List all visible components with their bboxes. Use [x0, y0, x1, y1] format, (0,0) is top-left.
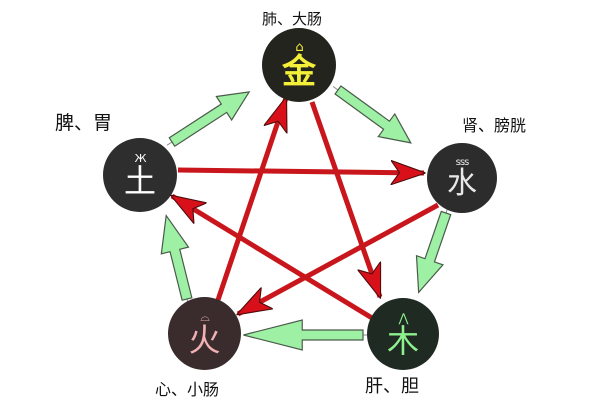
overcoming-arrows	[172, 98, 440, 321]
arrow-metal-to-wood	[309, 101, 383, 297]
label-metal-organs: 肺、大肠	[262, 10, 323, 28]
node-fire: ⌓ 火	[168, 297, 241, 370]
arrow-fire-to-earth	[160, 213, 193, 304]
water-glyph: 水	[447, 165, 477, 201]
arrow-water-to-fire	[238, 202, 440, 317]
node-earth: Ж 土	[103, 138, 177, 212]
arrow-metal-to-water	[332, 85, 412, 144]
label-fire-organs: 心、小肠	[155, 380, 220, 399]
wood-glyph: 木	[386, 321, 419, 360]
arrow-earth-to-water	[177, 170, 424, 173]
arrow-earth-to-metal	[166, 91, 251, 148]
metal-ornament-icon: ⌂	[295, 40, 303, 55]
node-metal: ⌂ 金	[262, 28, 336, 102]
node-wood: ⋀ 木	[367, 298, 439, 370]
earth-ornament-icon: Ж	[134, 152, 147, 165]
label-earth-organs: 脾、胃	[55, 112, 113, 134]
fire-glyph: 火	[188, 321, 221, 359]
arrow-fire-to-metal	[215, 98, 289, 301]
label-wood-organs: 肝、胆	[365, 376, 419, 397]
wood-ornament-icon: ⋀	[398, 310, 409, 325]
generating-arrows	[160, 85, 452, 351]
fire-ornament-icon: ⌓	[200, 310, 209, 324]
arrow-wood-to-earth	[172, 193, 374, 321]
node-water: ꜱꜱꜱ 水	[427, 143, 497, 213]
label-water-organs: 肾、膀胱	[462, 116, 527, 135]
earth-glyph: 土	[123, 162, 156, 200]
water-ornament-icon: ꜱꜱꜱ	[455, 156, 470, 168]
metal-glyph: 金	[282, 52, 316, 92]
arrow-wood-to-fire	[243, 319, 367, 351]
